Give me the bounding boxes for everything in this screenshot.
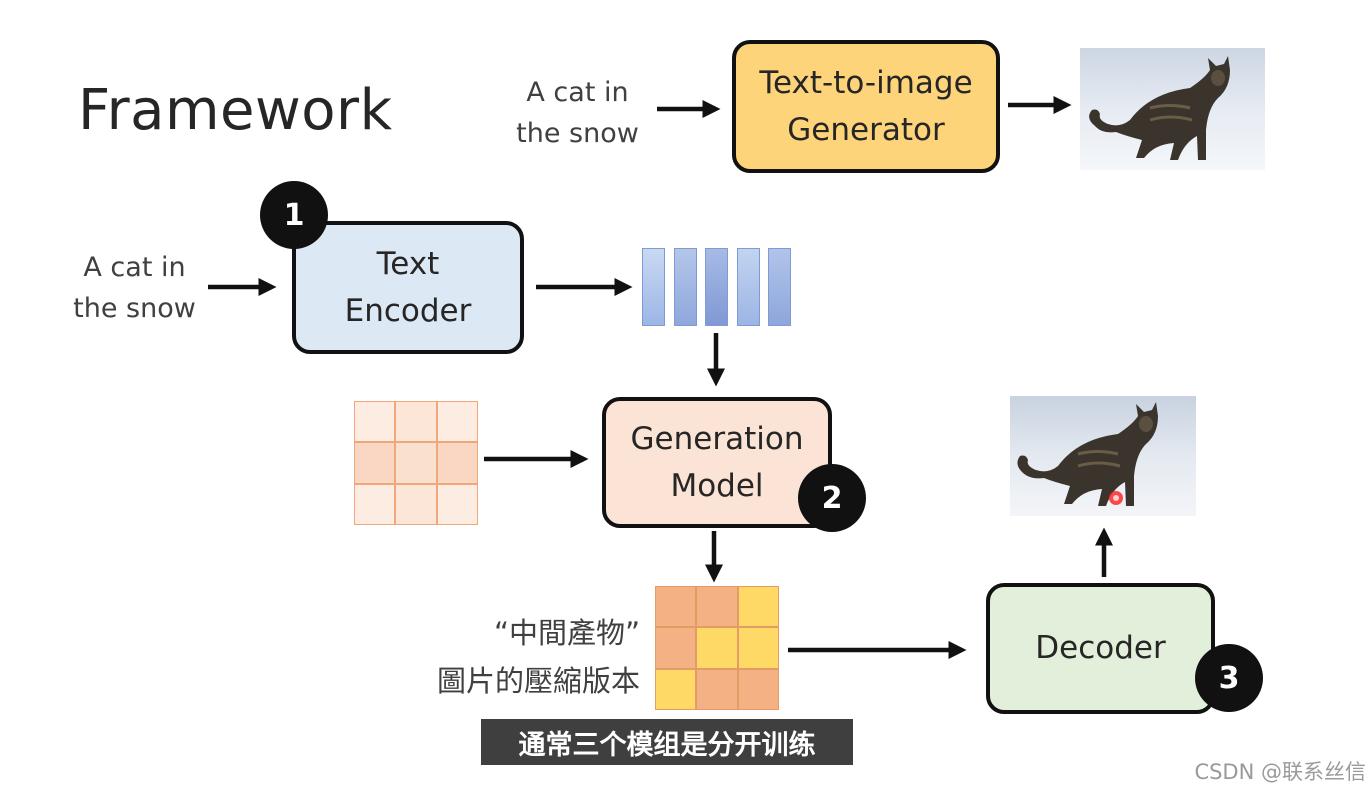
step-badge-3: 3 — [1195, 644, 1263, 712]
grid-cell — [354, 442, 396, 484]
intermediate-line2: 圖片的壓縮版本 — [436, 664, 640, 698]
grid-cell — [737, 586, 779, 628]
step-badge-2: 2 — [798, 464, 866, 532]
top-input-line1: A cat in — [526, 77, 629, 108]
compressed-latent-grid — [655, 586, 779, 710]
encoder-input-line2: the snow — [73, 293, 196, 324]
top-input-text: A cat in the snow — [505, 72, 650, 154]
cursor-dot-icon — [1113, 495, 1119, 501]
grid-cell — [436, 442, 478, 484]
grid-cell — [696, 627, 738, 669]
embedding-vector — [737, 248, 760, 326]
video-subtitle: 通常三个模组是分开训练 — [481, 719, 853, 765]
cat-photo — [1080, 48, 1265, 170]
embedding-vector — [705, 248, 728, 326]
grid-cell — [395, 401, 437, 443]
grid-cell — [395, 483, 437, 525]
page-title: Framework — [78, 78, 393, 143]
step-badge-1: 1 — [260, 181, 328, 249]
grid-cell — [655, 586, 697, 628]
intermediate-product-label: “中間產物” 圖片的壓縮版本 — [360, 609, 640, 705]
grid-cell — [354, 401, 396, 443]
grid-cell — [436, 401, 478, 443]
generator-line1: Text-to-image — [759, 64, 973, 101]
encoder-input-line1: A cat in — [83, 252, 186, 283]
generation-line2: Model — [670, 467, 764, 504]
grid-cell — [737, 627, 779, 669]
intermediate-line1: “中間產物” — [493, 616, 640, 650]
generation-line1: Generation — [630, 420, 804, 457]
text-encoder-box: Text Encoder — [292, 221, 524, 354]
generation-model-box: Generation Model — [602, 397, 832, 528]
cat-photo-decoded — [1010, 396, 1196, 516]
grid-cell — [395, 442, 437, 484]
grid-cell — [737, 668, 779, 710]
grid-cell — [655, 668, 697, 710]
noise-latent-grid — [354, 401, 478, 525]
grid-cell — [696, 668, 738, 710]
encoder-line2: Encoder — [344, 292, 472, 329]
grid-cell — [436, 483, 478, 525]
embedding-vector — [768, 248, 791, 326]
watermark: CSDN @联系丝信 — [1194, 760, 1366, 784]
grid-cell — [655, 627, 697, 669]
top-input-line2: the snow — [516, 118, 639, 149]
grid-cell — [696, 586, 738, 628]
decoder-box: Decoder — [986, 583, 1215, 714]
text-to-image-generator-box: Text-to-image Generator — [732, 40, 1000, 173]
embedding-vector — [674, 248, 697, 326]
encoder-line1: Text — [376, 245, 440, 282]
grid-cell — [354, 483, 396, 525]
generator-line2: Generator — [787, 111, 945, 148]
embedding-vector — [642, 248, 665, 326]
decoder-label: Decoder — [1035, 630, 1166, 666]
encoder-input-text: A cat in the snow — [62, 247, 207, 329]
